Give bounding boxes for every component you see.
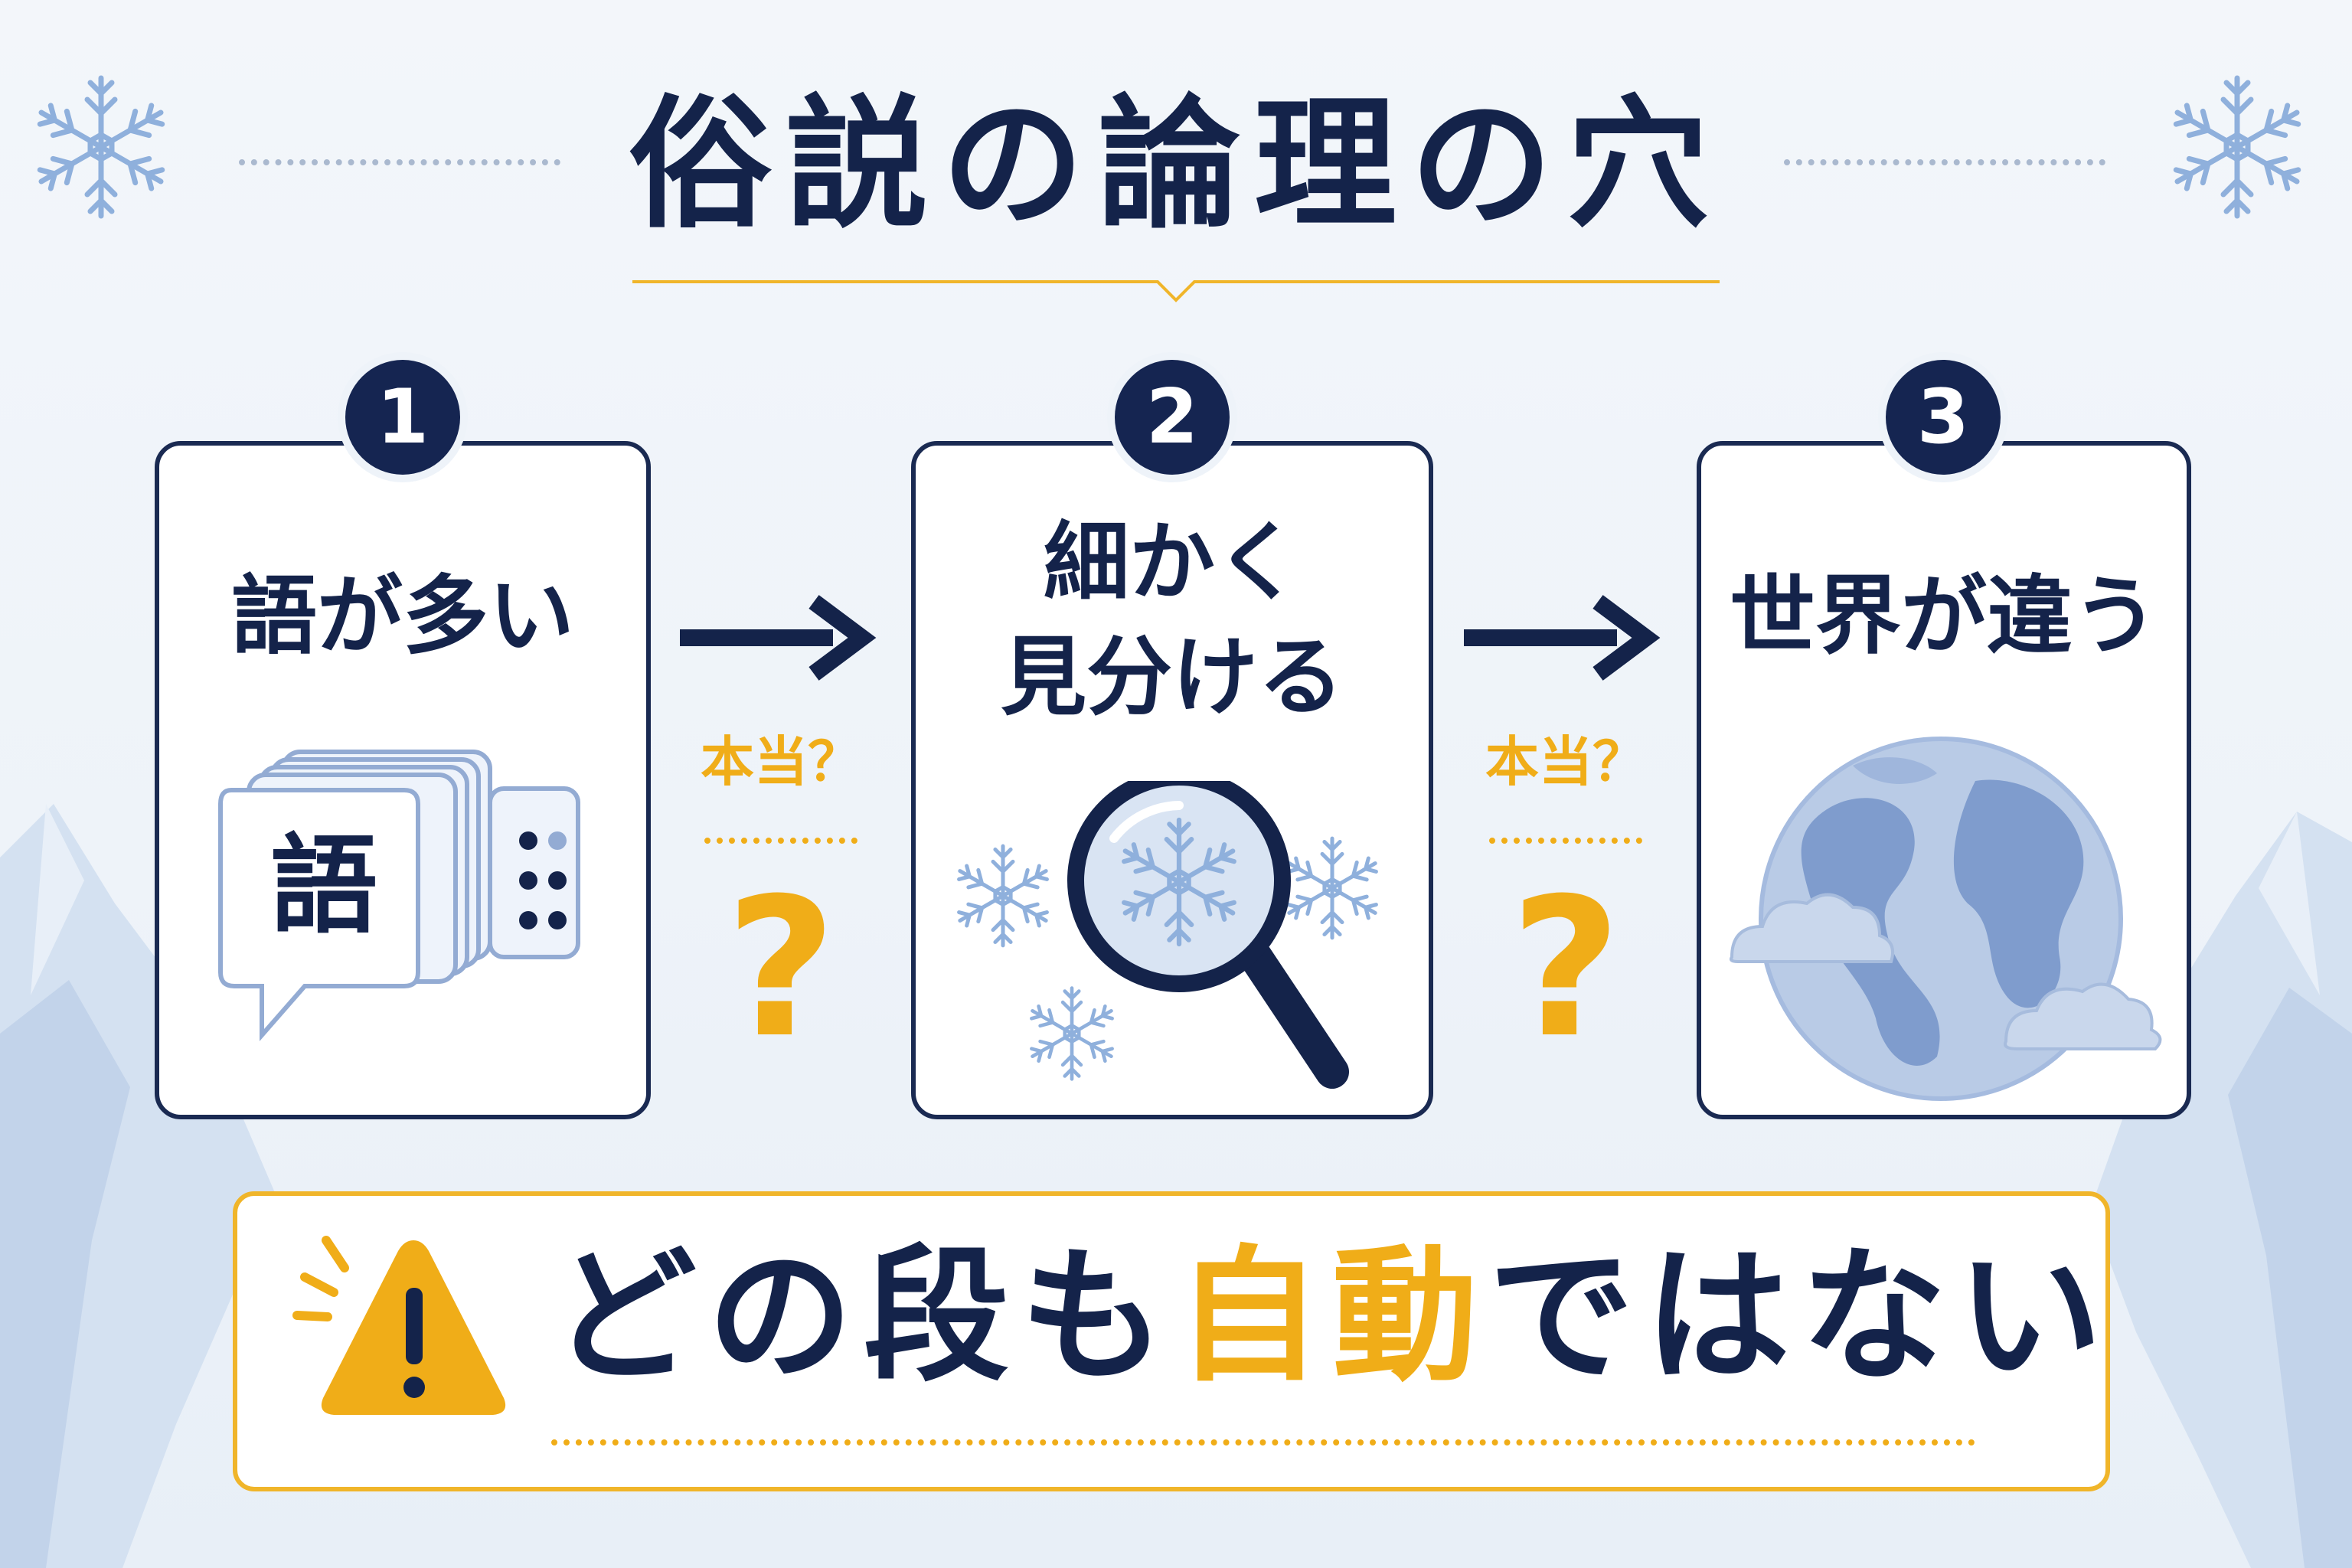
arrow-right-icon: [680, 595, 877, 681]
connector-question-mark-1: ?: [725, 857, 837, 1080]
step-badge-2: 2: [1115, 360, 1230, 475]
step-label-2-line-1: 細かく: [1044, 513, 1301, 612]
conclusion-text: どの段も自動ではない: [551, 1225, 2113, 1409]
warning-icon: [292, 1236, 506, 1415]
arrow-right-icon: [1464, 595, 1661, 681]
connector-question-2: 本当？: [1485, 730, 1646, 793]
speech-card-icon: [218, 750, 580, 1041]
conclusion-underline: [551, 1439, 1975, 1446]
connector-question-mark-2: ?: [1510, 857, 1622, 1080]
globe-icon: [1730, 737, 2162, 1101]
step-label-2-line-2: 見分ける: [1001, 628, 1344, 727]
step-badge-1: 1: [345, 360, 460, 475]
card-glyph: 語: [270, 824, 377, 949]
step-label-1: 語が多い: [231, 567, 574, 666]
connector-divider-1: [704, 838, 858, 844]
title-underline-notch: [1156, 280, 1196, 302]
page-title: 俗説の論理の穴: [629, 81, 1723, 247]
step-label-3: 世界が違う: [1730, 567, 2158, 666]
conclusion-highlight: 自動: [1176, 1232, 1489, 1401]
step-card-2: [911, 441, 1433, 1119]
step-badge-3: 3: [1886, 360, 2001, 475]
title-divider-right: [1784, 159, 2105, 165]
magnifier-icon: [949, 781, 1409, 1089]
conclusion-before: どの段も: [551, 1232, 1177, 1401]
connector-question-1: 本当？: [701, 730, 861, 793]
conclusion-after: ではない: [1488, 1232, 2114, 1401]
connector-divider-2: [1489, 838, 1642, 844]
title-divider-left: [239, 159, 560, 165]
